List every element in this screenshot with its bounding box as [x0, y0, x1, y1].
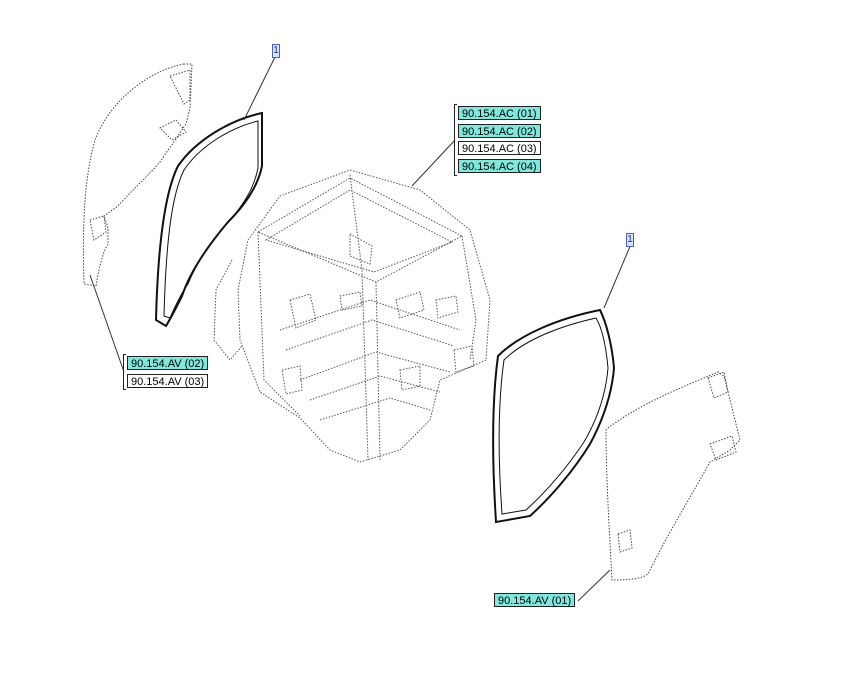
leader-lines: [89, 54, 632, 602]
cab-ref-bracket: [454, 104, 457, 176]
ref-link-left-door-03[interactable]: 90.154.AV (03): [127, 374, 209, 388]
ref-link-cab-03[interactable]: 90.154.AC (03): [458, 141, 541, 155]
ref-link-right-door-01[interactable]: 90.154.AV (01): [494, 593, 576, 607]
left-door-seal: [154, 111, 263, 328]
ref-link-left-door-02[interactable]: 90.154.AV (02): [127, 356, 209, 370]
left-door-glass: [82, 63, 193, 287]
ref-link-cab-04[interactable]: 90.154.AC (04): [458, 159, 541, 173]
ref-link-cab-02[interactable]: 90.154.AC (02): [458, 124, 541, 138]
right-door-glass: [605, 371, 741, 581]
item-callout-right[interactable]: 1: [626, 233, 634, 247]
right-door-seal: [492, 308, 616, 524]
item-callout-top[interactable]: 1: [272, 44, 280, 58]
cab-frame: [213, 169, 491, 463]
ref-link-cab-01[interactable]: 90.154.AC (01): [458, 106, 541, 120]
left-door-ref-bracket: [123, 354, 126, 390]
